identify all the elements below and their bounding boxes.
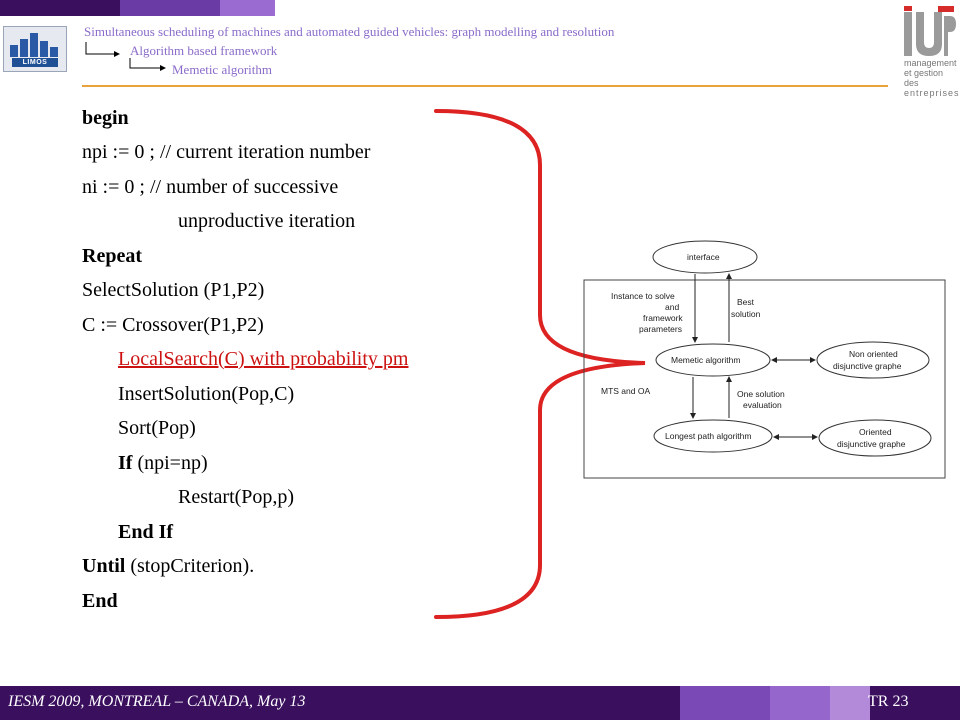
footer-accent-1: [680, 686, 770, 720]
top-decor-bar-1: [0, 0, 120, 16]
code-line-sort: Sort(Pop): [118, 417, 196, 439]
breadcrumb-level-2: Algorithm based framework: [130, 43, 278, 58]
limos-logo-text: LIMOS: [12, 58, 58, 67]
iup-tagline-1: management: [904, 58, 957, 68]
red-brace: [434, 109, 646, 619]
iup-tagline: management et gestion des entreprises: [904, 58, 960, 98]
oriented-label-1: Oriented: [859, 427, 892, 437]
code-line-localsearch: LocalSearch(C) with probability pm: [118, 348, 409, 370]
interface-label: interface: [687, 252, 720, 262]
footer-accent-3: [830, 686, 870, 720]
code-line-ni: ni := 0 ; // number of successive: [82, 176, 339, 198]
non-oriented-node: [816, 341, 930, 379]
code-line-select: SelectSolution (P1,P2): [82, 279, 265, 301]
code-line-endif: End If: [118, 521, 174, 543]
code-line-crossover: C := Crossover(P1,P2): [82, 314, 264, 336]
non-oriented-label-1: Non oriented: [849, 349, 898, 359]
header-rule: [82, 85, 888, 87]
longest-path-node: [653, 419, 773, 453]
code-line-insert: InsertSolution(Pop,C): [118, 383, 295, 405]
code-line-repeat: Repeat: [82, 245, 142, 267]
limos-logo: LIMOS: [3, 26, 67, 72]
diagram-frame: [583, 279, 946, 479]
longest-path-label: Longest path algorithm: [665, 431, 751, 441]
non-oriented-label-2: disjunctive graphe: [833, 361, 902, 371]
iup-tagline-3: entreprises: [904, 88, 960, 98]
breadcrumb-level-3: Memetic algorithm: [172, 62, 273, 77]
iup-logo: [904, 6, 956, 56]
oriented-label-2: disjunctive graphe: [837, 439, 906, 449]
iup-tagline-2: et gestion des: [904, 68, 944, 88]
top-decor-bar-2: [120, 0, 220, 16]
top-decor-bar-3: [220, 0, 275, 16]
breadcrumb-level-1: Simultaneous scheduling of machines and …: [84, 24, 615, 39]
code-line-until: Until (stopCriterion).: [82, 555, 255, 577]
architecture-diagram: interface Memetic algorithm Longest path…: [583, 240, 946, 479]
label-best-2: solution: [731, 309, 761, 319]
label-one-2: evaluation: [743, 400, 782, 410]
label-instance-3: framework: [643, 313, 683, 323]
label-instance-4: parameters: [639, 324, 682, 334]
breadcrumb-arrow-2: [129, 58, 166, 71]
code-line-begin: begin: [82, 107, 129, 129]
label-instance-2: and: [665, 302, 679, 312]
footer-slide-number: TR 23: [868, 693, 909, 710]
label-mts: MTS and OA: [601, 386, 650, 396]
oriented-node: [818, 419, 932, 457]
code-line-end: End: [82, 590, 118, 612]
breadcrumb-arrow-1: [85, 42, 120, 57]
memetic-node: [655, 343, 771, 377]
footer-conference: IESM 2009, MONTREAL – CANADA, May 13: [8, 693, 306, 710]
label-best-1: Best: [737, 297, 755, 307]
code-line-ni-continued: unproductive iteration: [178, 210, 356, 232]
label-one-1: One solution: [737, 389, 785, 399]
code-line-npi: npi := 0 ; // current iteration number: [82, 141, 371, 163]
interface-node: [652, 240, 758, 274]
label-instance-1: Instance to solve: [611, 291, 675, 301]
code-line-restart: Restart(Pop,p): [178, 486, 295, 508]
code-line-if: If (npi=np): [118, 452, 208, 474]
footer-accent-2: [770, 686, 830, 720]
memetic-label: Memetic algorithm: [671, 355, 740, 365]
limos-logo-graphic: [10, 33, 58, 57]
